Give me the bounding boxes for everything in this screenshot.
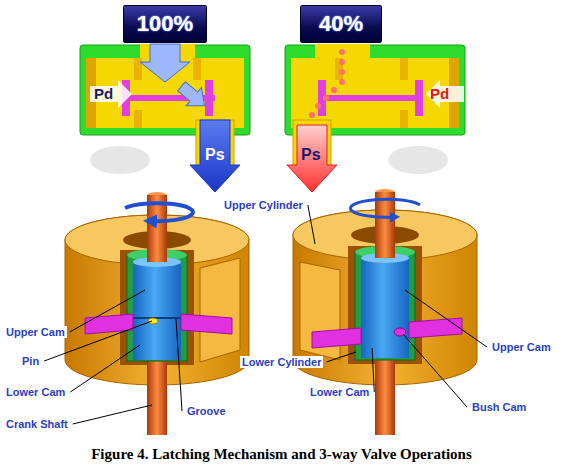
latch-mechanism-right-part — [312, 328, 361, 348]
part-label: Bush Cam — [470, 401, 528, 413]
valve-right-part — [339, 69, 345, 75]
latch-mechanism-right-part — [375, 192, 395, 258]
leader-line — [403, 334, 467, 407]
leader-line — [308, 205, 315, 244]
part-label: Crank Shaft — [4, 418, 70, 430]
part-label: Lower Cylinder — [240, 356, 323, 368]
percent-text: 40% — [319, 11, 363, 37]
valve-right-part — [315, 44, 370, 60]
valve-left-part — [193, 58, 201, 80]
latch-mechanism-left-part — [120, 250, 194, 365]
percent-box: 100% — [123, 5, 207, 43]
latch-mechanism-right-part — [350, 199, 420, 217]
part-label: Upper Cam — [4, 326, 67, 338]
port-label: Ps — [301, 146, 321, 164]
port-label: Pd — [430, 85, 449, 102]
latch-mechanism-right — [293, 189, 477, 435]
figure-caption: Figure 4. Latching Mechanism and 3-way V… — [0, 446, 563, 463]
valve-right-part — [388, 146, 448, 174]
latch-mechanism-right-part — [355, 252, 415, 360]
valve-right-part — [426, 80, 464, 108]
valve-right — [285, 44, 465, 192]
valve-left-part — [90, 146, 150, 174]
valve-right-part — [315, 103, 321, 109]
latch-mechanism-right-part — [361, 258, 409, 358]
valve-left — [80, 44, 250, 192]
latch-mechanism-left-part — [148, 318, 158, 324]
part-label: Lower Cam — [4, 386, 67, 398]
latch-mechanism-left-part — [200, 258, 240, 362]
port-label: Pd — [94, 85, 113, 102]
valve-right-part — [287, 125, 337, 192]
leader-line — [405, 290, 487, 347]
valve-right-part — [400, 110, 408, 128]
latch-mechanism-left-part — [181, 314, 232, 334]
valve-right-part — [331, 87, 337, 93]
valve-left-part — [90, 80, 132, 108]
valve-right-part — [291, 58, 459, 128]
valve-right-part — [339, 79, 345, 85]
valve-left-part — [140, 44, 190, 82]
part-label: Pin — [20, 355, 41, 367]
part-label: Groove — [185, 405, 228, 417]
leader-line — [372, 348, 374, 392]
valve-right-part — [323, 95, 329, 101]
valve-right-part — [339, 49, 345, 55]
leader-line — [326, 352, 356, 362]
latch-mechanism-left — [65, 192, 249, 435]
valve-right-part — [339, 59, 345, 65]
latch-mechanism-right-part — [348, 246, 422, 364]
leader-line — [70, 345, 140, 392]
valve-left-part — [134, 110, 142, 128]
port-label: Ps — [205, 146, 225, 164]
part-label: Upper Cam — [490, 341, 553, 353]
valve-right-part — [400, 58, 408, 80]
valve-left-part — [174, 77, 212, 115]
part-label: Lower Cam — [308, 386, 371, 398]
percent-box: 40% — [300, 5, 382, 43]
leader-lines — [44, 205, 487, 424]
latch-mechanism-right-part — [409, 318, 462, 338]
valve-right-part — [309, 112, 315, 118]
leader-line — [70, 290, 145, 332]
valve-left-part — [134, 58, 142, 80]
valve-left-part — [190, 120, 240, 192]
percent-text: 100% — [137, 11, 193, 37]
part-label: Upper Cylinder — [222, 199, 305, 211]
valve-right-part — [322, 95, 418, 101]
leader-line — [176, 319, 182, 411]
latch-mechanism-left-part — [125, 203, 193, 221]
leader-line — [73, 405, 152, 424]
